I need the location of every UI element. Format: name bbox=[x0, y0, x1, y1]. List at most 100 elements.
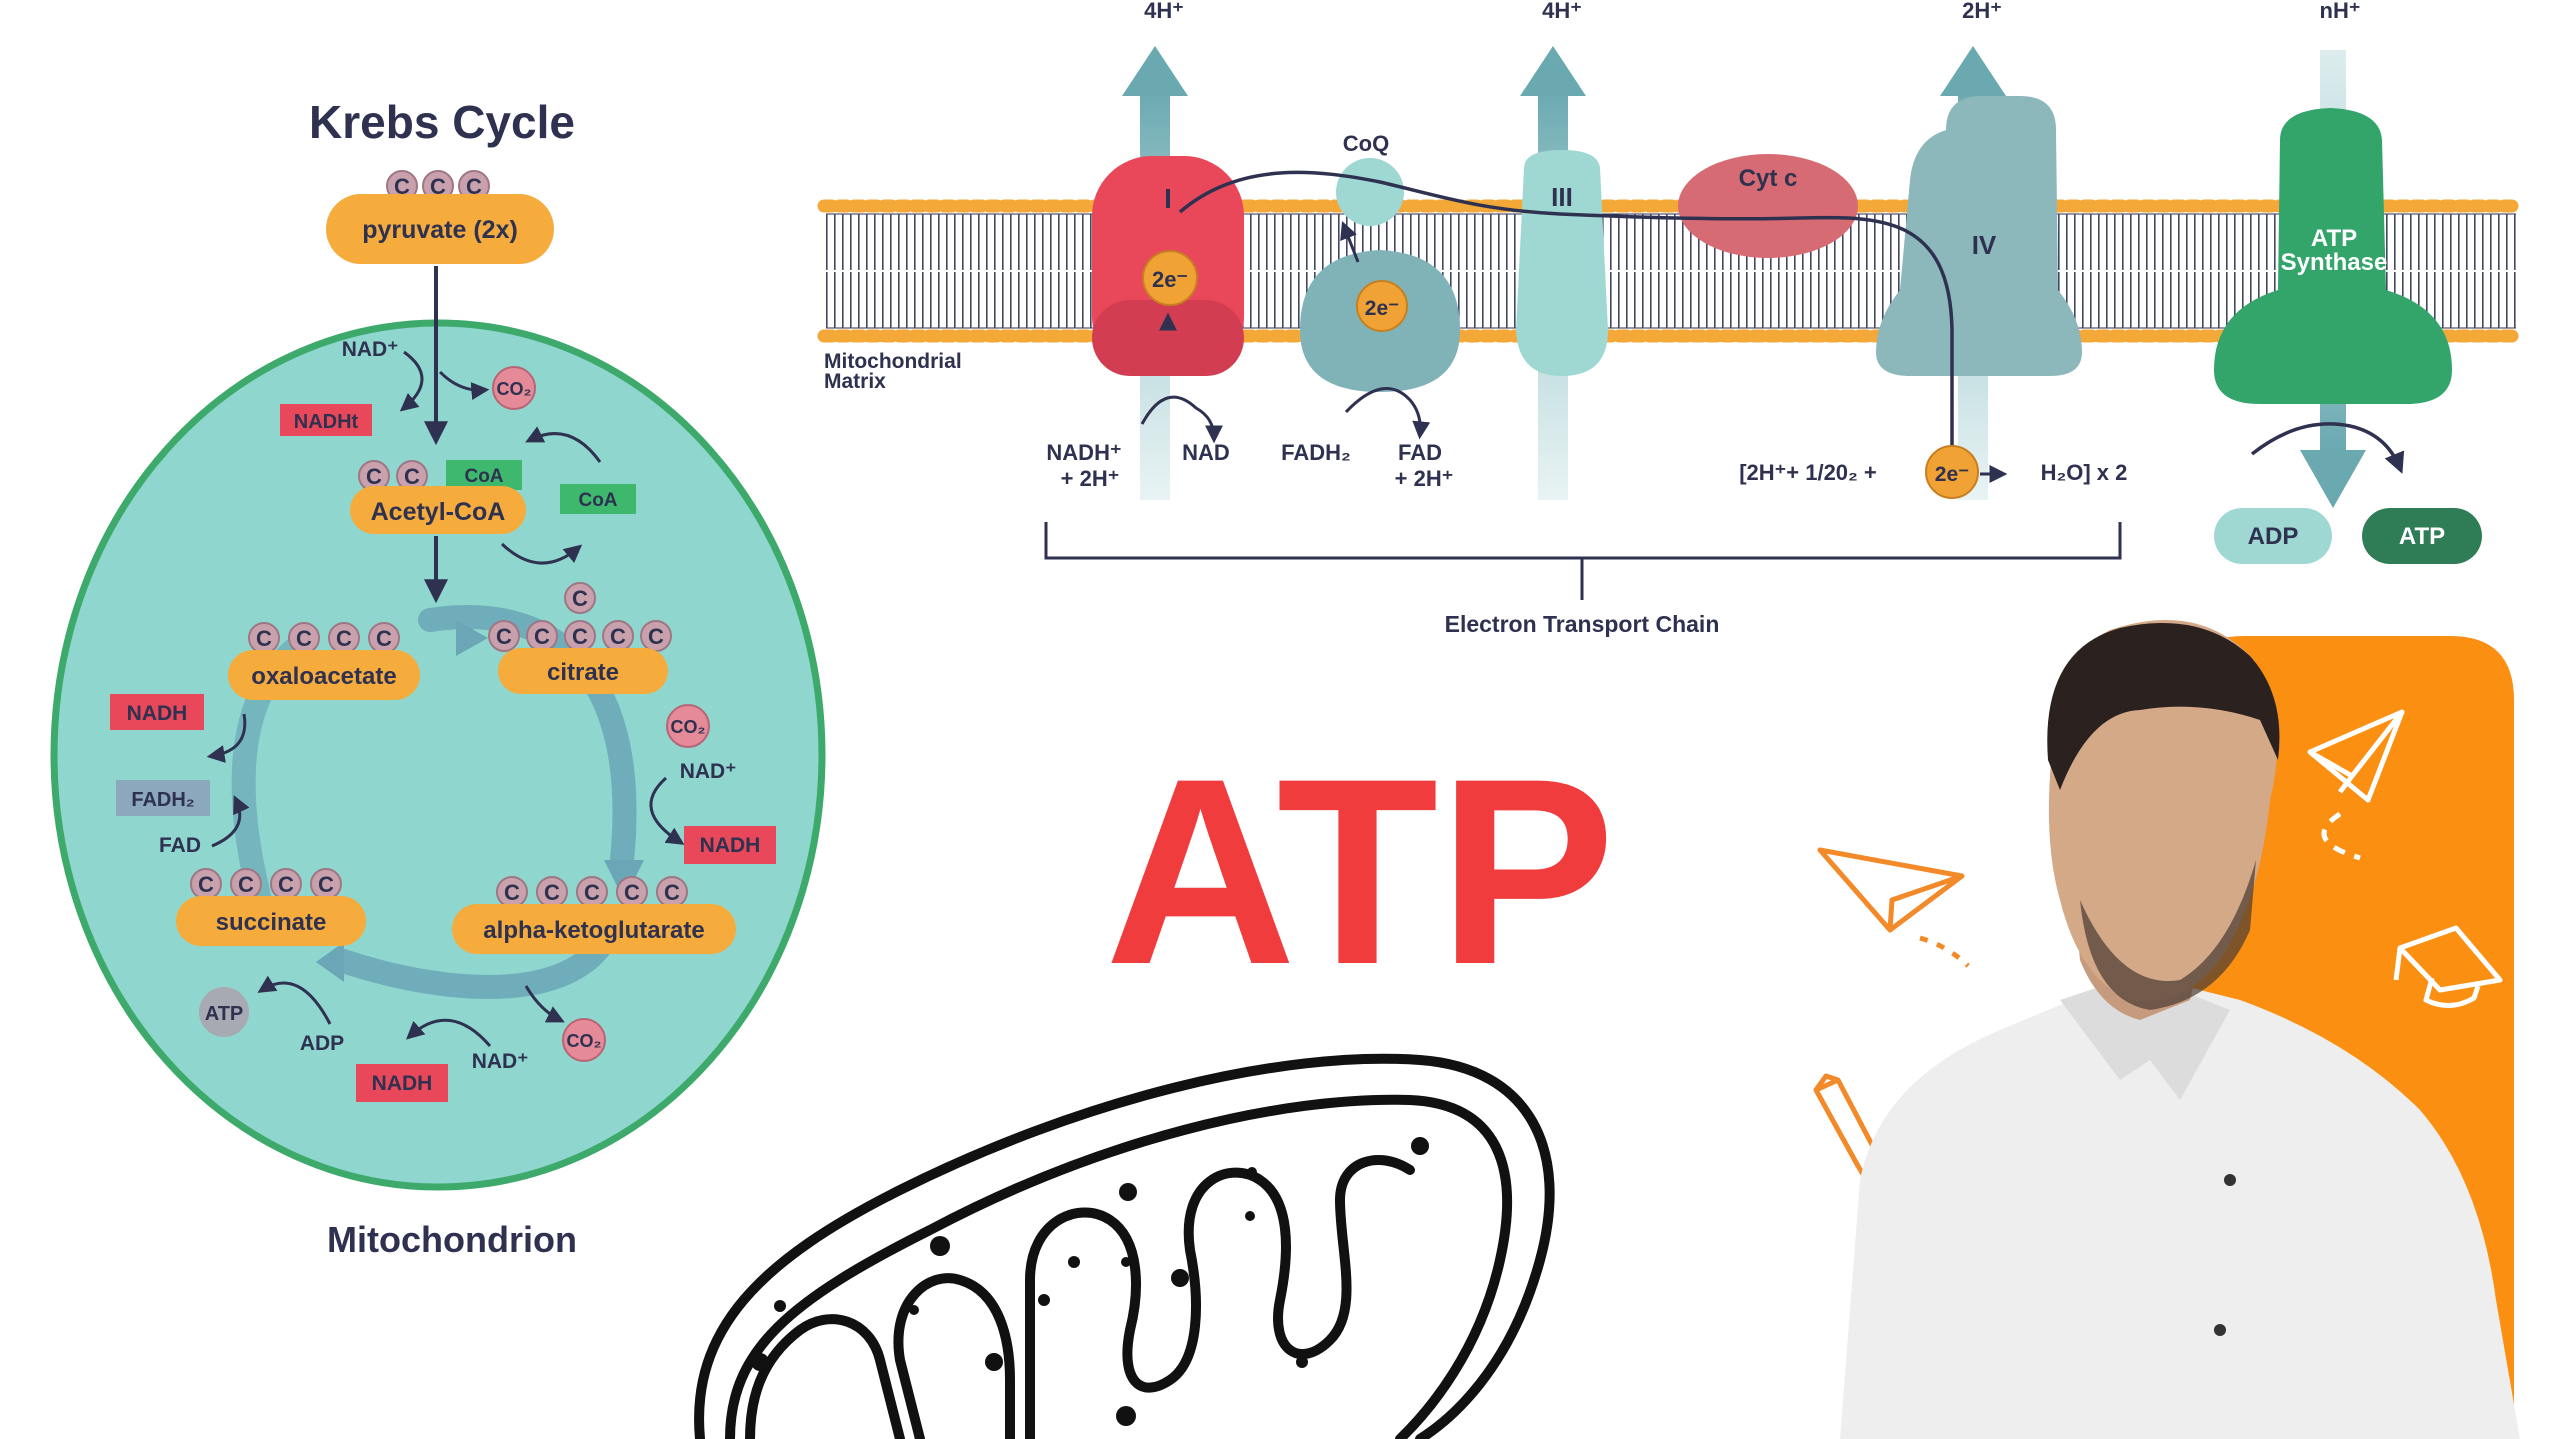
adp-pill bbox=[2214, 508, 2332, 564]
co2-bubble-3 bbox=[562, 1018, 606, 1062]
atp-pill bbox=[2362, 508, 2482, 564]
paper-plane-icon bbox=[1817, 847, 1970, 968]
svg-text:C: C bbox=[256, 626, 272, 651]
svg-text:C: C bbox=[278, 872, 294, 897]
svg-text:CO₂: CO₂ bbox=[671, 717, 706, 737]
svg-text:2e⁻: 2e⁻ bbox=[1152, 267, 1188, 292]
mitochondrion-dots bbox=[751, 1137, 1429, 1426]
svg-text:C: C bbox=[572, 586, 588, 611]
graduation-cap-icon bbox=[2393, 925, 2503, 1008]
svg-text:C: C bbox=[466, 174, 482, 199]
krebs-title: Krebs Cycle bbox=[309, 96, 575, 148]
svg-text:CoA: CoA bbox=[578, 490, 617, 511]
mitochondrion-line-art bbox=[694, 1053, 1555, 1439]
electron-pair-1 bbox=[1142, 250, 1198, 306]
svg-text:+ 2H⁺: + 2H⁺ bbox=[1061, 466, 1120, 491]
svg-text:NAD⁺: NAD⁺ bbox=[680, 760, 737, 783]
svg-text:ADP: ADP bbox=[300, 1032, 344, 1055]
complex-3 bbox=[1516, 150, 1608, 376]
acetyl-coa-label: Acetyl-CoA bbox=[371, 498, 506, 526]
nadh-badge-bottom bbox=[356, 1064, 448, 1102]
citrate-label: citrate bbox=[547, 659, 619, 686]
svg-text:I: I bbox=[1164, 183, 1172, 214]
svg-text:NADH: NADH bbox=[700, 834, 761, 857]
nad-plus-label: NAD⁺ bbox=[342, 338, 399, 361]
co2-bubble-2 bbox=[666, 704, 710, 748]
svg-text:CO₂: CO₂ bbox=[497, 379, 532, 399]
electron-pair-4 bbox=[1925, 445, 1979, 499]
proton-label-atp-synthase: nH⁺ bbox=[2320, 0, 2361, 23]
mitochondrion-body bbox=[50, 319, 826, 1191]
svg-text:FADH₂: FADH₂ bbox=[131, 789, 194, 811]
pyruvate-carbons: C C C bbox=[386, 170, 490, 202]
fad-label: FAD bbox=[1398, 440, 1442, 465]
svg-text:ATP: ATP bbox=[205, 1003, 244, 1025]
svg-text:NADHt: NADHt bbox=[294, 411, 359, 433]
svg-text:NADH: NADH bbox=[127, 702, 188, 725]
co2-bubble-1 bbox=[492, 366, 536, 410]
atp-bubble bbox=[199, 987, 249, 1037]
nadh-badge-right bbox=[684, 826, 776, 864]
proton-label-4: 2H⁺ bbox=[1962, 0, 2002, 23]
svg-text:C: C bbox=[318, 872, 334, 897]
svg-text:ATP: ATP bbox=[2399, 523, 2445, 550]
paper-plane-outline-icon bbox=[2307, 709, 2405, 861]
svg-text:Cyt c: Cyt c bbox=[1739, 165, 1798, 192]
svg-text:C: C bbox=[376, 626, 392, 651]
svg-text:C: C bbox=[394, 174, 410, 199]
water-equation-right: H₂O] x 2 bbox=[2041, 460, 2128, 485]
proton-label-1: 4H⁺ bbox=[1144, 0, 1184, 23]
acetyl-coa-pill bbox=[350, 486, 526, 534]
svg-text:CoA: CoA bbox=[464, 466, 503, 487]
svg-text:2e⁻: 2e⁻ bbox=[1935, 463, 1969, 486]
svg-text:C: C bbox=[496, 624, 512, 649]
svg-text:C: C bbox=[430, 174, 446, 199]
pyruvate-label: pyruvate (2x) bbox=[362, 216, 518, 244]
svg-text:C: C bbox=[238, 872, 254, 897]
succinate-pill bbox=[176, 896, 366, 946]
electron-pair-2 bbox=[1356, 280, 1408, 332]
svg-text:NADH: NADH bbox=[372, 1072, 433, 1095]
succinate-carbons: C C C C bbox=[190, 868, 342, 900]
svg-text:Synthase: Synthase bbox=[2281, 249, 2388, 276]
electron-transport-chain-diagram: 4H⁺ 4H⁺ 2H⁺ nH⁺ I 2e⁻ CoQ 2e⁻ III Cyt c … bbox=[817, 0, 2523, 637]
pyruvate-pill bbox=[326, 194, 554, 264]
svg-text:C: C bbox=[584, 880, 600, 905]
oxaloacetate-carbons: C C C C bbox=[248, 622, 400, 654]
alpha-kg-label: alpha-ketoglutarate bbox=[483, 917, 704, 944]
svg-text:ATP: ATP bbox=[2311, 225, 2357, 252]
svg-text:ADP: ADP bbox=[2248, 523, 2299, 550]
svg-text:C: C bbox=[624, 880, 640, 905]
nad-label: NAD bbox=[1182, 440, 1230, 465]
person-photo bbox=[1840, 620, 2520, 1439]
svg-text:NAD⁺: NAD⁺ bbox=[472, 1050, 529, 1073]
svg-text:C: C bbox=[544, 880, 560, 905]
svg-text:C: C bbox=[648, 624, 664, 649]
nadh-badge-left bbox=[110, 694, 204, 730]
svg-text:C: C bbox=[296, 626, 312, 651]
headline-atp: ATP bbox=[1104, 724, 1616, 1020]
svg-text:C: C bbox=[664, 880, 680, 905]
svg-text:+ 2H⁺: + 2H⁺ bbox=[1395, 466, 1454, 491]
nadht-badge bbox=[280, 404, 372, 436]
coa-tag-acetyl bbox=[446, 460, 522, 490]
svg-text:CO₂: CO₂ bbox=[567, 1031, 602, 1051]
svg-text:C: C bbox=[610, 624, 626, 649]
svg-text:C: C bbox=[198, 872, 214, 897]
oxaloacetate-label: oxaloacetate bbox=[251, 663, 396, 690]
etc-bracket bbox=[1044, 522, 2122, 600]
svg-text:Matrix: Matrix bbox=[824, 370, 886, 393]
alpha-kg-pill bbox=[452, 904, 736, 954]
svg-text:C: C bbox=[504, 880, 520, 905]
svg-text:III: III bbox=[1551, 182, 1573, 212]
fadh2-label: FADH₂ bbox=[1281, 440, 1351, 465]
nadh-h-label: NADH⁺ bbox=[1046, 440, 1121, 465]
citrate-pill bbox=[498, 648, 668, 694]
svg-text:C: C bbox=[534, 624, 550, 649]
svg-text:C: C bbox=[572, 624, 588, 649]
water-equation-left: [2H⁺+ 1/20₂ + bbox=[1739, 460, 1877, 485]
svg-text:C: C bbox=[336, 626, 352, 651]
succinate-label: succinate bbox=[216, 909, 327, 936]
svg-text:2e⁻: 2e⁻ bbox=[1365, 297, 1399, 320]
